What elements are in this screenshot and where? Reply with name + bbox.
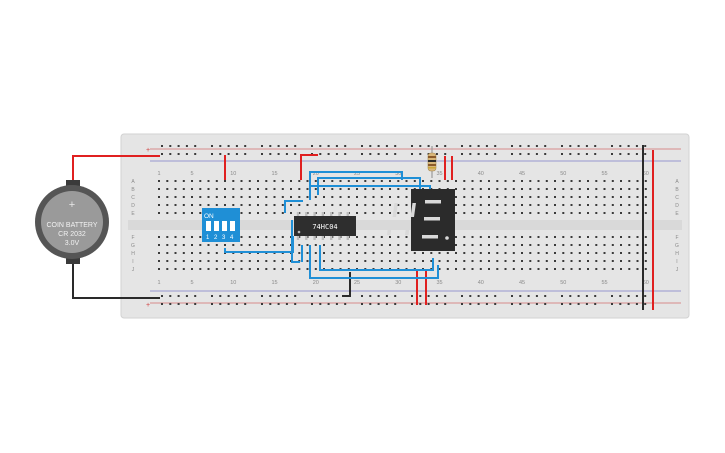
row-letter-I-left: I: [132, 259, 133, 265]
row-letter-J-right: J: [676, 267, 679, 273]
column-number-55-bottom: 55: [601, 280, 607, 286]
dip-switch-toggle-1[interactable]: [206, 221, 211, 231]
ic-chip[interactable]: 74HC04: [294, 212, 356, 240]
row-letter-D-right: D: [675, 203, 679, 209]
column-number-1-top: 1: [157, 171, 160, 177]
rail-plus-top-label: +: [146, 147, 150, 154]
row-letter-J-left: J: [132, 267, 135, 273]
row-letter-H-right: H: [675, 251, 679, 257]
battery-label-line2: CR 2032: [58, 231, 86, 238]
column-number-25-top: 25: [354, 171, 360, 177]
row-letter-B-right: B: [675, 187, 679, 193]
row-letter-A-left: A: [131, 179, 135, 185]
row-letter-E-left: E: [131, 211, 135, 217]
wire-black-ic-ground[interactable]: [342, 272, 351, 297]
column-number-40-bottom: 40: [478, 280, 484, 286]
column-number-35-bottom: 35: [436, 280, 442, 286]
battery-label-line3: 3.0V: [65, 240, 80, 247]
battery-plus-symbol: +: [69, 199, 75, 211]
ic-label: 74HC04: [312, 223, 337, 231]
dip-switch-toggle-2[interactable]: [214, 221, 219, 231]
column-number-15-top: 15: [271, 171, 277, 177]
column-number-20-top: 20: [313, 171, 319, 177]
column-number-30-bottom: 30: [395, 280, 401, 286]
wire-blue-6[interactable]: [291, 220, 300, 263]
column-number-25-bottom: 25: [354, 280, 360, 286]
wire-battery-negative[interactable]: [72, 264, 160, 299]
column-number-45-top: 45: [519, 171, 525, 177]
rail-plus-bottom-label: +: [146, 302, 150, 309]
column-number-15-bottom: 15: [271, 280, 277, 286]
breadboard[interactable]: 1155101015152020252530303535404045455050…: [120, 133, 690, 319]
column-number-50-top: 50: [560, 171, 566, 177]
column-number-60-top: 60: [643, 171, 649, 177]
column-number-10-top: 10: [230, 171, 236, 177]
column-number-50-bottom: 50: [560, 280, 566, 286]
column-number-55-top: 55: [601, 171, 607, 177]
column-number-60-bottom: 60: [643, 280, 649, 286]
wire-blue-3[interactable]: [284, 200, 303, 213]
seven-segment-display[interactable]: 8: [386, 189, 455, 251]
wire-battery-positive[interactable]: [72, 155, 160, 187]
column-number-1-bottom: 1: [157, 280, 160, 286]
column-number-10-bottom: 10: [230, 280, 236, 286]
dip-switch-toggle-4[interactable]: [230, 221, 235, 231]
column-number-45-bottom: 45: [519, 280, 525, 286]
row-letter-G-right: G: [675, 243, 679, 249]
wire-blue-7[interactable]: [309, 245, 439, 279]
digit-segments: [386, 200, 449, 240]
resistor[interactable]: [427, 146, 437, 178]
column-number-35-top: 35: [436, 171, 442, 177]
wire-blue-1[interactable]: [309, 171, 403, 190]
column-numbers: 1155101015152020252530303535404045455050…: [157, 171, 648, 286]
dip-switch-number-1: 1: [206, 235, 210, 241]
wire-red-ic-power[interactable]: [300, 154, 318, 180]
wire-blue-8[interactable]: [319, 245, 434, 271]
row-letter-C-left: C: [131, 195, 135, 201]
battery-label-line1: COIN BATTERY: [46, 222, 97, 229]
row-letter-F-right: F: [675, 235, 678, 241]
dip-switch-number-2: 2: [214, 235, 218, 241]
column-number-20-bottom: 20: [313, 280, 319, 286]
row-letter-B-left: B: [131, 187, 135, 193]
row-letter-E-right: E: [675, 211, 679, 217]
coin-battery[interactable]: + COIN BATTERY CR 2032 3.0V: [35, 180, 109, 264]
row-letter-I-right: I: [676, 259, 677, 265]
column-number-30-top: 30: [395, 171, 401, 177]
column-number-5-bottom: 5: [190, 280, 193, 286]
row-letter-F-left: F: [131, 235, 134, 241]
column-number-40-top: 40: [478, 171, 484, 177]
column-number-5-top: 5: [190, 171, 193, 177]
dip-switch-number-4: 4: [230, 235, 234, 241]
dip-switch-toggle-3[interactable]: [222, 221, 227, 231]
row-letter-G-left: G: [131, 243, 135, 249]
row-letter-A-right: A: [675, 179, 679, 185]
row-letter-C-right: C: [675, 195, 679, 201]
dip-switch[interactable]: ON 1 2 3 4: [202, 208, 240, 242]
dip-switch-on-label: ON: [204, 213, 214, 220]
row-letter-D-left: D: [131, 203, 135, 209]
row-letter-H-left: H: [131, 251, 135, 257]
dip-switch-number-3: 3: [222, 235, 226, 241]
